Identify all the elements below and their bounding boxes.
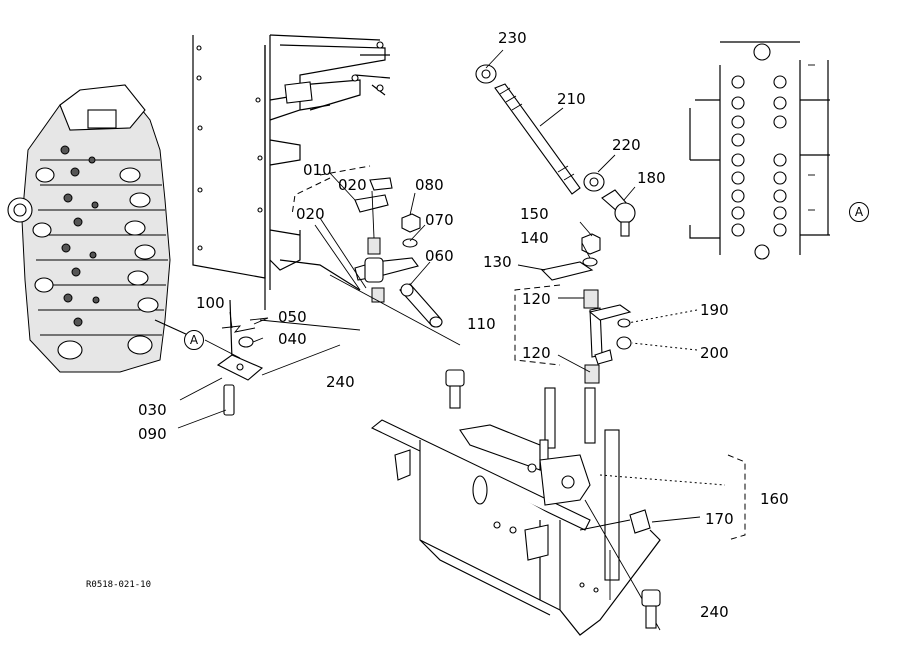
leader-lines (177, 49, 701, 523)
drawing-code: R0518-021-10 (86, 580, 152, 590)
callout-240-lower: 240 (700, 603, 729, 621)
callout-010: 010 (303, 161, 332, 179)
callout-140: 140 (520, 229, 549, 247)
callout-230: 230 (498, 29, 527, 47)
callout-190: 190 (700, 301, 729, 319)
callout-170: 170 (705, 510, 734, 528)
callout-220: 220 (612, 136, 641, 154)
callout-060: 060 (425, 247, 454, 265)
bolt-240-upper (445, 369, 465, 409)
callout-070: 070 (425, 211, 454, 229)
callout-200: 200 (700, 344, 729, 362)
callout-240-upper: 240 (326, 373, 355, 391)
lever-linkage-group (291, 165, 461, 346)
callout-020-upper: 020 (338, 176, 367, 194)
reference-marker-a-right: A (849, 202, 869, 222)
callout-030: 030 (138, 401, 167, 419)
reference-marker-a-left: A (184, 330, 204, 350)
pin-090 (223, 384, 235, 416)
shift-lever-group (514, 233, 632, 384)
callout-090: 090 (138, 425, 167, 443)
callout-050: 050 (278, 308, 307, 326)
mounting-bracket (370, 387, 726, 636)
control-rod-assembly (475, 64, 636, 237)
frame-plates (192, 34, 391, 361)
hydraulic-port-detail-view (689, 41, 830, 260)
callout-110: 110 (467, 315, 496, 333)
control-valve-assembly (7, 84, 189, 373)
bolt-240-lower (641, 589, 661, 629)
callout-040: 040 (278, 330, 307, 348)
callout-180: 180 (637, 169, 666, 187)
callout-130: 130 (483, 253, 512, 271)
callout-020-lower: 020 (296, 205, 325, 223)
callout-210: 210 (557, 90, 586, 108)
plate-030 (216, 317, 269, 381)
callout-150: 150 (520, 205, 549, 223)
group-bracket-160 (727, 454, 746, 541)
callout-120-upper: 120 (522, 290, 551, 308)
callout-120-lower: 120 (522, 344, 551, 362)
callout-080: 080 (415, 176, 444, 194)
callout-160: 160 (760, 490, 789, 508)
callout-100: 100 (196, 294, 225, 312)
